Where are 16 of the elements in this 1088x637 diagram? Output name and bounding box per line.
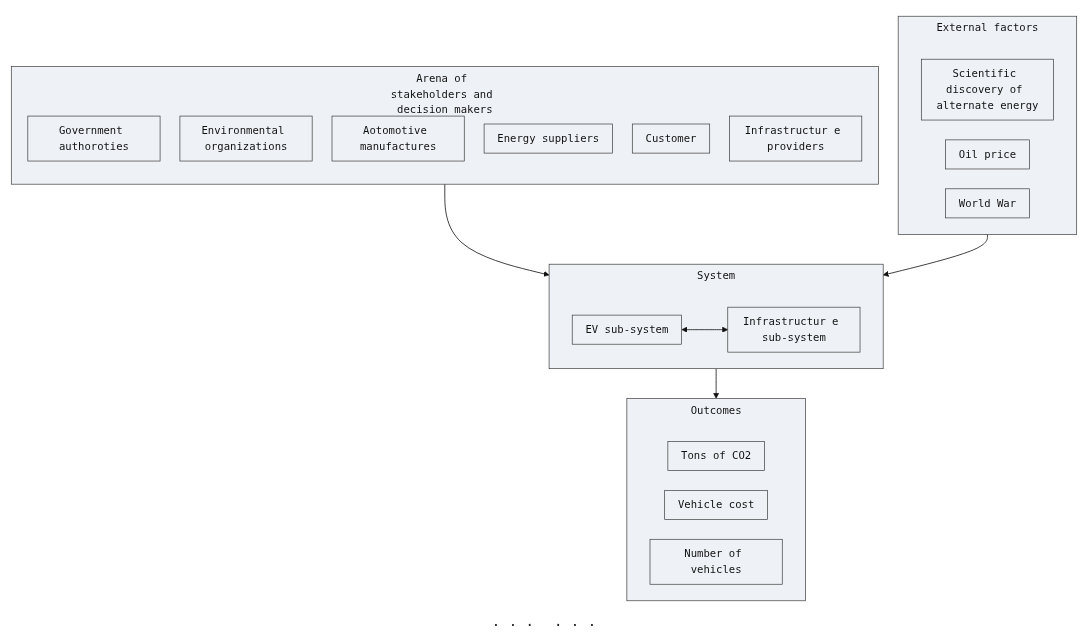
node-box: Tons of CO2 <box>667 441 765 471</box>
node-box: Oil price <box>945 139 1030 170</box>
node-box: Infrastructur e sub-system <box>727 306 861 353</box>
node-box: Government authoroties <box>27 115 161 162</box>
node-box: Infrastructur e providers <box>729 115 863 162</box>
ellipsis-note: . . . <box>491 613 534 629</box>
node-box: Aotomotive manufactures <box>331 115 465 162</box>
node-box: Customer <box>631 123 711 154</box>
node-box: World War <box>945 188 1030 219</box>
node-box: Number of vehicles <box>649 538 783 585</box>
node-box: Energy suppliers <box>483 123 613 154</box>
node-box: Environmental organizations <box>179 115 313 162</box>
node-box: EV sub-system <box>571 314 682 345</box>
node-box: Vehicle cost <box>664 490 768 520</box>
node-box: Scientific discovery of alternate energy <box>920 58 1054 121</box>
ellipsis-note: . . . <box>554 613 597 629</box>
